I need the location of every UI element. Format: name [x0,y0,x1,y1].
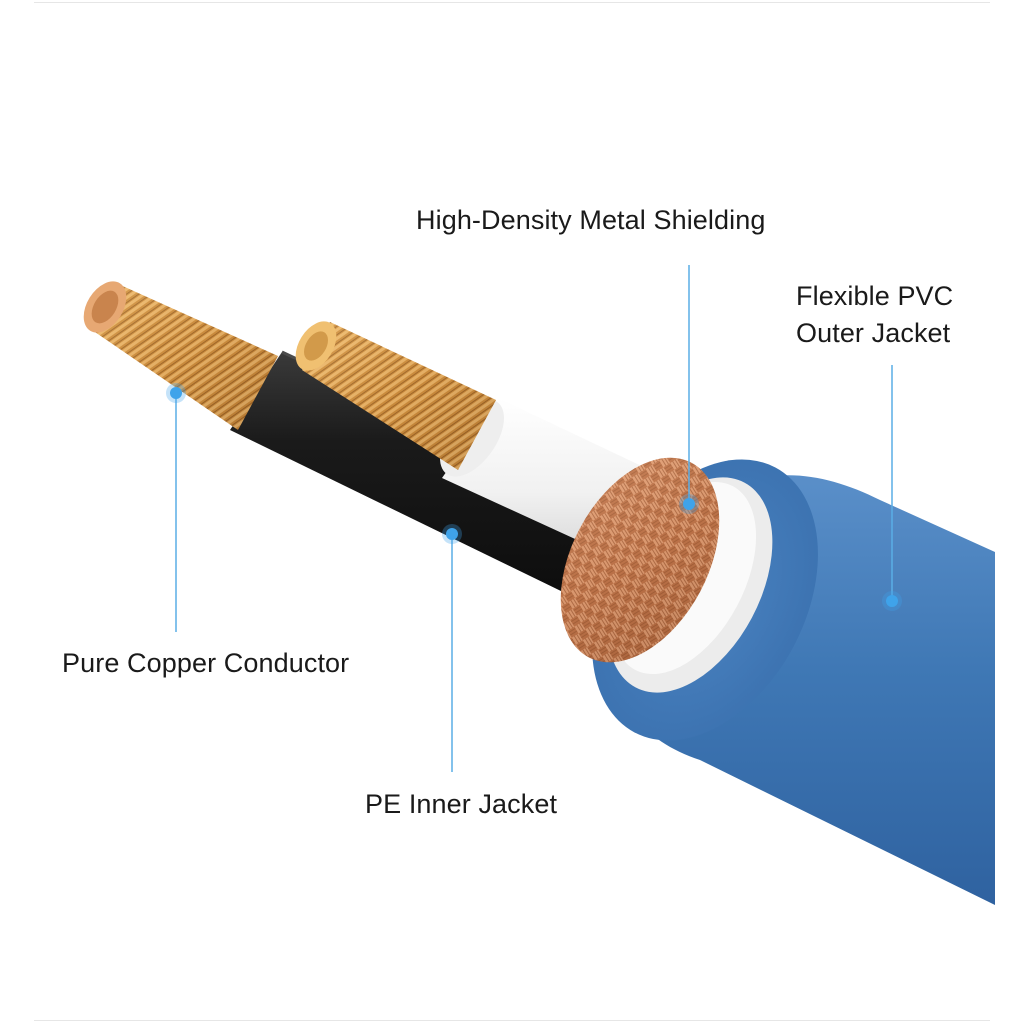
copper-conductor-left [83,281,278,430]
label-outer-jacket-line2: Outer Jacket [796,318,951,348]
bottom-divider [34,1020,990,1021]
label-metal-shielding: High-Density Metal Shielding [416,205,766,235]
metal-braid-shield [560,457,720,663]
callout-dot-icon [166,383,186,403]
label-pe-inner-jacket: PE Inner Jacket [365,789,558,819]
label-outer-jacket-line1: Flexible PVC [796,281,954,311]
callout-dots [166,383,902,611]
label-copper-conductor: Pure Copper Conductor [62,648,350,678]
top-divider [34,2,990,3]
callout-dot-icon [679,494,699,514]
callout-dot-icon [442,524,462,544]
callout-dot-icon [882,591,902,611]
copper-conductor-upper [295,321,496,470]
label-outer-jacket: Flexible PVC Outer Jacket [796,278,953,352]
callout-lines [175,265,893,772]
